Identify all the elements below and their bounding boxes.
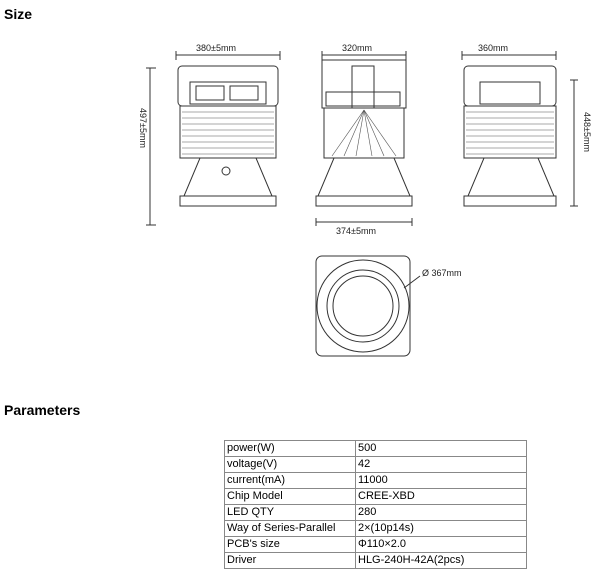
- table-row: voltage(V)42: [224, 456, 527, 473]
- parameters-heading: Parameters: [4, 402, 81, 418]
- param-name: Way of Series-Parallel: [224, 520, 356, 537]
- param-value: 280: [355, 504, 527, 521]
- back-view: 360mm 448±5mm: [461, 43, 592, 207]
- param-value: 2×(10p14s): [355, 520, 527, 537]
- back-height-label: 448±5mm: [582, 112, 592, 152]
- param-value: HLG-240H-42A(2pcs): [355, 552, 527, 569]
- param-name: voltage(V): [224, 456, 356, 473]
- param-name: LED QTY: [224, 504, 356, 521]
- param-value: 42: [355, 456, 527, 473]
- front-height-label: 497±5mm: [138, 108, 148, 148]
- param-name: power(W): [224, 440, 356, 457]
- table-row: current(mA)11000: [224, 472, 527, 489]
- front-view: 380±5mm 497±5mm: [138, 43, 281, 226]
- param-name: PCB's size: [224, 536, 356, 553]
- param-value: 500: [355, 440, 527, 457]
- base-width-label: 374±5mm: [336, 226, 376, 236]
- side-width-label: 320mm: [342, 43, 372, 53]
- param-value: CREE-XBD: [355, 488, 527, 505]
- bottom-view: Ø 367mm: [315, 255, 462, 357]
- technical-drawing: 380±5mm 497±5mm 320mm: [138, 43, 592, 357]
- param-value: Φ110×2.0: [355, 536, 527, 553]
- param-name: Chip Model: [224, 488, 356, 505]
- param-value: 11000: [355, 472, 527, 489]
- back-width-label: 360mm: [478, 43, 508, 53]
- param-name: current(mA): [224, 472, 356, 489]
- table-row: power(W)500: [224, 440, 527, 457]
- front-width-label: 380±5mm: [196, 43, 236, 53]
- size-heading: Size: [4, 6, 33, 22]
- diameter-label: Ø 367mm: [422, 268, 462, 278]
- param-name: Driver: [224, 552, 356, 569]
- side-view: 320mm 374±5mm: [315, 43, 413, 236]
